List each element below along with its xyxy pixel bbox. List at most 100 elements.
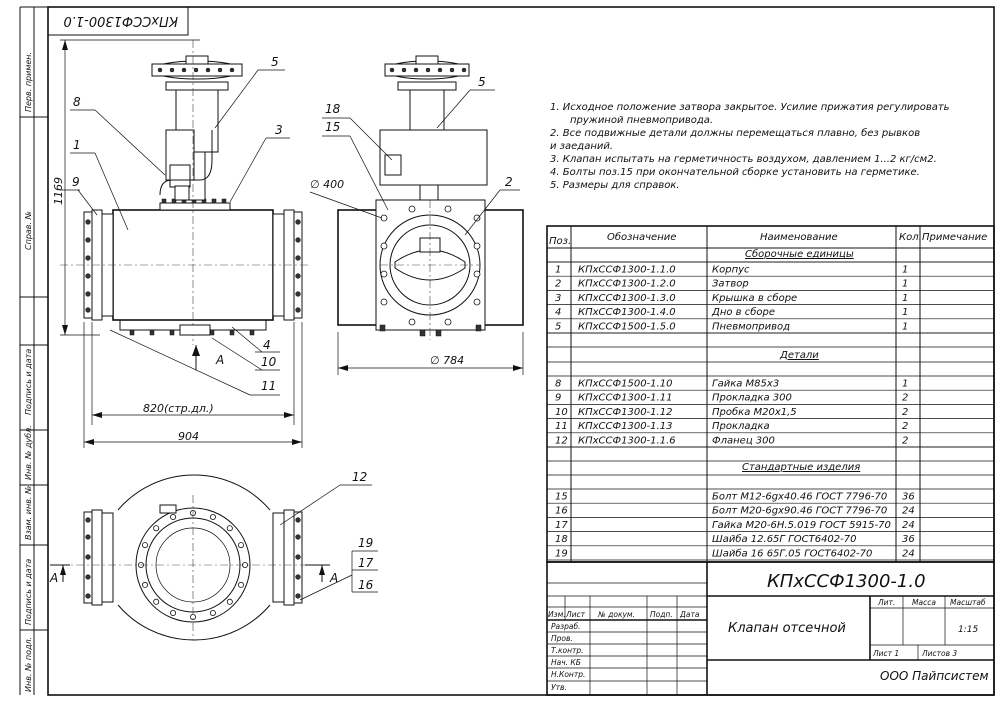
note-line: пружиной пневмопривода. (570, 115, 713, 126)
spec-cell-name: Болт М20-6gх90.46 ГОСТ 7796-70 (712, 506, 887, 517)
callout-5b: 5 (478, 75, 486, 89)
callout-5a: 5 (271, 55, 279, 69)
spec-cell-name: Шайба 16 65Г.05 ГОСТ6402-70 (712, 547, 872, 559)
callout-3: 3 (275, 123, 283, 137)
tb-role: Нач. КБ (551, 658, 581, 667)
spec-cell-qty: 1 (902, 379, 908, 390)
dim-784: ∅ 784 (430, 354, 464, 367)
spec-cell-qty: 36 (902, 534, 915, 545)
spec-cell-name: Дно в сборе (711, 306, 775, 318)
callout-19: 19 (358, 536, 373, 550)
bolt-hole (170, 514, 177, 521)
bolt-hole (209, 514, 216, 521)
tb-col-doc: № докум. (597, 610, 635, 619)
tb-role: Н.Контр. (551, 670, 585, 679)
note-line: 1. Исходное положение затвора закрытое. … (550, 102, 950, 113)
spec-cell-qty: 2 (902, 407, 908, 418)
spec-cell-pos: 19 (555, 548, 568, 559)
callout-4: 4 (263, 338, 271, 352)
spec-cell-qty: 2 (902, 421, 908, 432)
spec-header-name: Наименование (760, 232, 838, 243)
spec-section-assemblies: Сборочные единицы (745, 248, 854, 260)
dim-400: ∅ 400 (310, 178, 344, 191)
bolt-hole (237, 542, 244, 549)
spec-cell-qty: 24 (902, 548, 915, 559)
mirrored-code-text: КПхССФ1300-1.0 (64, 13, 179, 28)
spec-cell-qty: 1 (902, 307, 908, 318)
tb-col-podp: Подп. (650, 610, 673, 619)
spec-cell-code: КПхССФ1500-1.5.0 (578, 321, 676, 332)
tb-col-izm: Изм. (548, 610, 566, 619)
front-callouts: 5 8 1 3 9 4 10 11 (60, 55, 290, 396)
side-label-sprav: Справ. № (24, 211, 33, 250)
front-dimensions: 1169 820(стр.дл.) 904 (52, 39, 303, 448)
spec-cell-name: Пневмопривод (712, 321, 790, 332)
spec-cell-name: Корпус (712, 265, 750, 276)
side-label-dubl: Инв. № дубл. (24, 425, 33, 480)
spec-cell-code: КПхССФ1300-1.11 (578, 393, 672, 404)
bolt-hole (170, 610, 177, 617)
title-code: КПхССФ1300-1.0 (767, 571, 926, 592)
spec-cell-code: КПхССФ1300-1.1.0 (578, 265, 676, 276)
callout-18: 18 (325, 102, 341, 116)
section-mark-a1: A (215, 353, 224, 367)
spec-cell-code: КПхССФ1300-1.4.0 (578, 307, 676, 318)
bolt-hole (141, 542, 148, 549)
spec-cell-name: Гайка М85х3 (712, 379, 779, 390)
side-label-vzam: Взам. инв. № (24, 486, 33, 540)
spec-cell-name: Пробка М20х1,5 (712, 406, 797, 418)
tb-sheets: Листов 3 (921, 649, 957, 658)
dim-height: 1169 (52, 177, 65, 205)
spec-cell-code: КПхССФ1300-1.1.6 (578, 435, 676, 446)
mirrored-code-box: КПхССФ1300-1.0 (47, 6, 189, 36)
side-label-podpis1: Подпись и дата (24, 349, 33, 415)
spec-cell-pos: 2 (555, 279, 561, 290)
bottom-bolt-ring (137, 509, 248, 621)
spec-cell-pos: 16 (555, 506, 568, 517)
specification-table: Поз. Обозначение Наименование Кол. Приме… (546, 225, 995, 563)
spec-section-standard: Стандартные изделия (742, 462, 860, 473)
tb-scale-value: 1:15 (958, 625, 978, 635)
spec-cell-qty: 2 (902, 435, 908, 446)
title-company: ООО Пайпсистем (880, 669, 989, 683)
spec-cell-name: Прокладка 300 (712, 393, 792, 404)
tb-role: Разраб. (551, 622, 580, 631)
bolt-hole (153, 525, 160, 532)
section-mark-a3: A (329, 571, 338, 585)
callout-8: 8 (73, 95, 81, 109)
spec-cell-qty: 1 (902, 293, 908, 304)
spec-cell-qty: 24 (902, 520, 915, 531)
tb-col-list: Лист (565, 610, 586, 619)
spec-cell-code: КПхССФ1300-1.12 (578, 407, 672, 418)
spec-cell-pos: 10 (555, 407, 568, 418)
title-block: КПхССФ1300-1.0 Клапан отсечной ООО Пайпс… (546, 561, 995, 696)
side-strip: Перв. примен. Справ. № Подпись и дата Ин… (19, 6, 48, 695)
spec-cell-code: КПхССФ1300-1.3.0 (578, 293, 676, 304)
side-label-podl: Инв. № подл. (24, 637, 33, 692)
note-line: 4. Болты поз.15 при окончательной сборке… (550, 166, 920, 178)
spec-cell-qty: 1 (902, 321, 908, 332)
spec-cell-code: КПхССФ1300-1.2.0 (578, 279, 676, 290)
callout-1: 1 (73, 138, 81, 152)
tb-role: Пров. (551, 634, 573, 643)
callout-17: 17 (358, 556, 374, 570)
note-line: 2. Все подвижные детали должны перемещат… (550, 127, 920, 139)
spec-header-qty: Кол. (899, 232, 922, 243)
spec-cell-qty: 2 (902, 393, 908, 404)
bolt-hole (141, 581, 148, 588)
dim-904: 904 (178, 430, 199, 443)
callout-2: 2 (505, 175, 513, 189)
spec-cell-qty: 1 (902, 279, 908, 290)
tb-scale: Масштаб (950, 598, 986, 607)
spec-cell-name: Крышка в сборе (712, 292, 797, 304)
spec-cell-code: КПхССФ1300-1.13 (578, 421, 672, 432)
bolt-hole (209, 610, 216, 617)
spec-cell-name: Шайба 12.65Г ГОСТ6402-70 (712, 533, 857, 545)
callout-12: 12 (352, 470, 367, 484)
spec-cell-name: Прокладка (712, 421, 770, 432)
section-mark-a2: A (49, 571, 58, 585)
spec-cell-name: Затвор (712, 279, 749, 290)
spec-cell-pos: 12 (555, 435, 568, 446)
